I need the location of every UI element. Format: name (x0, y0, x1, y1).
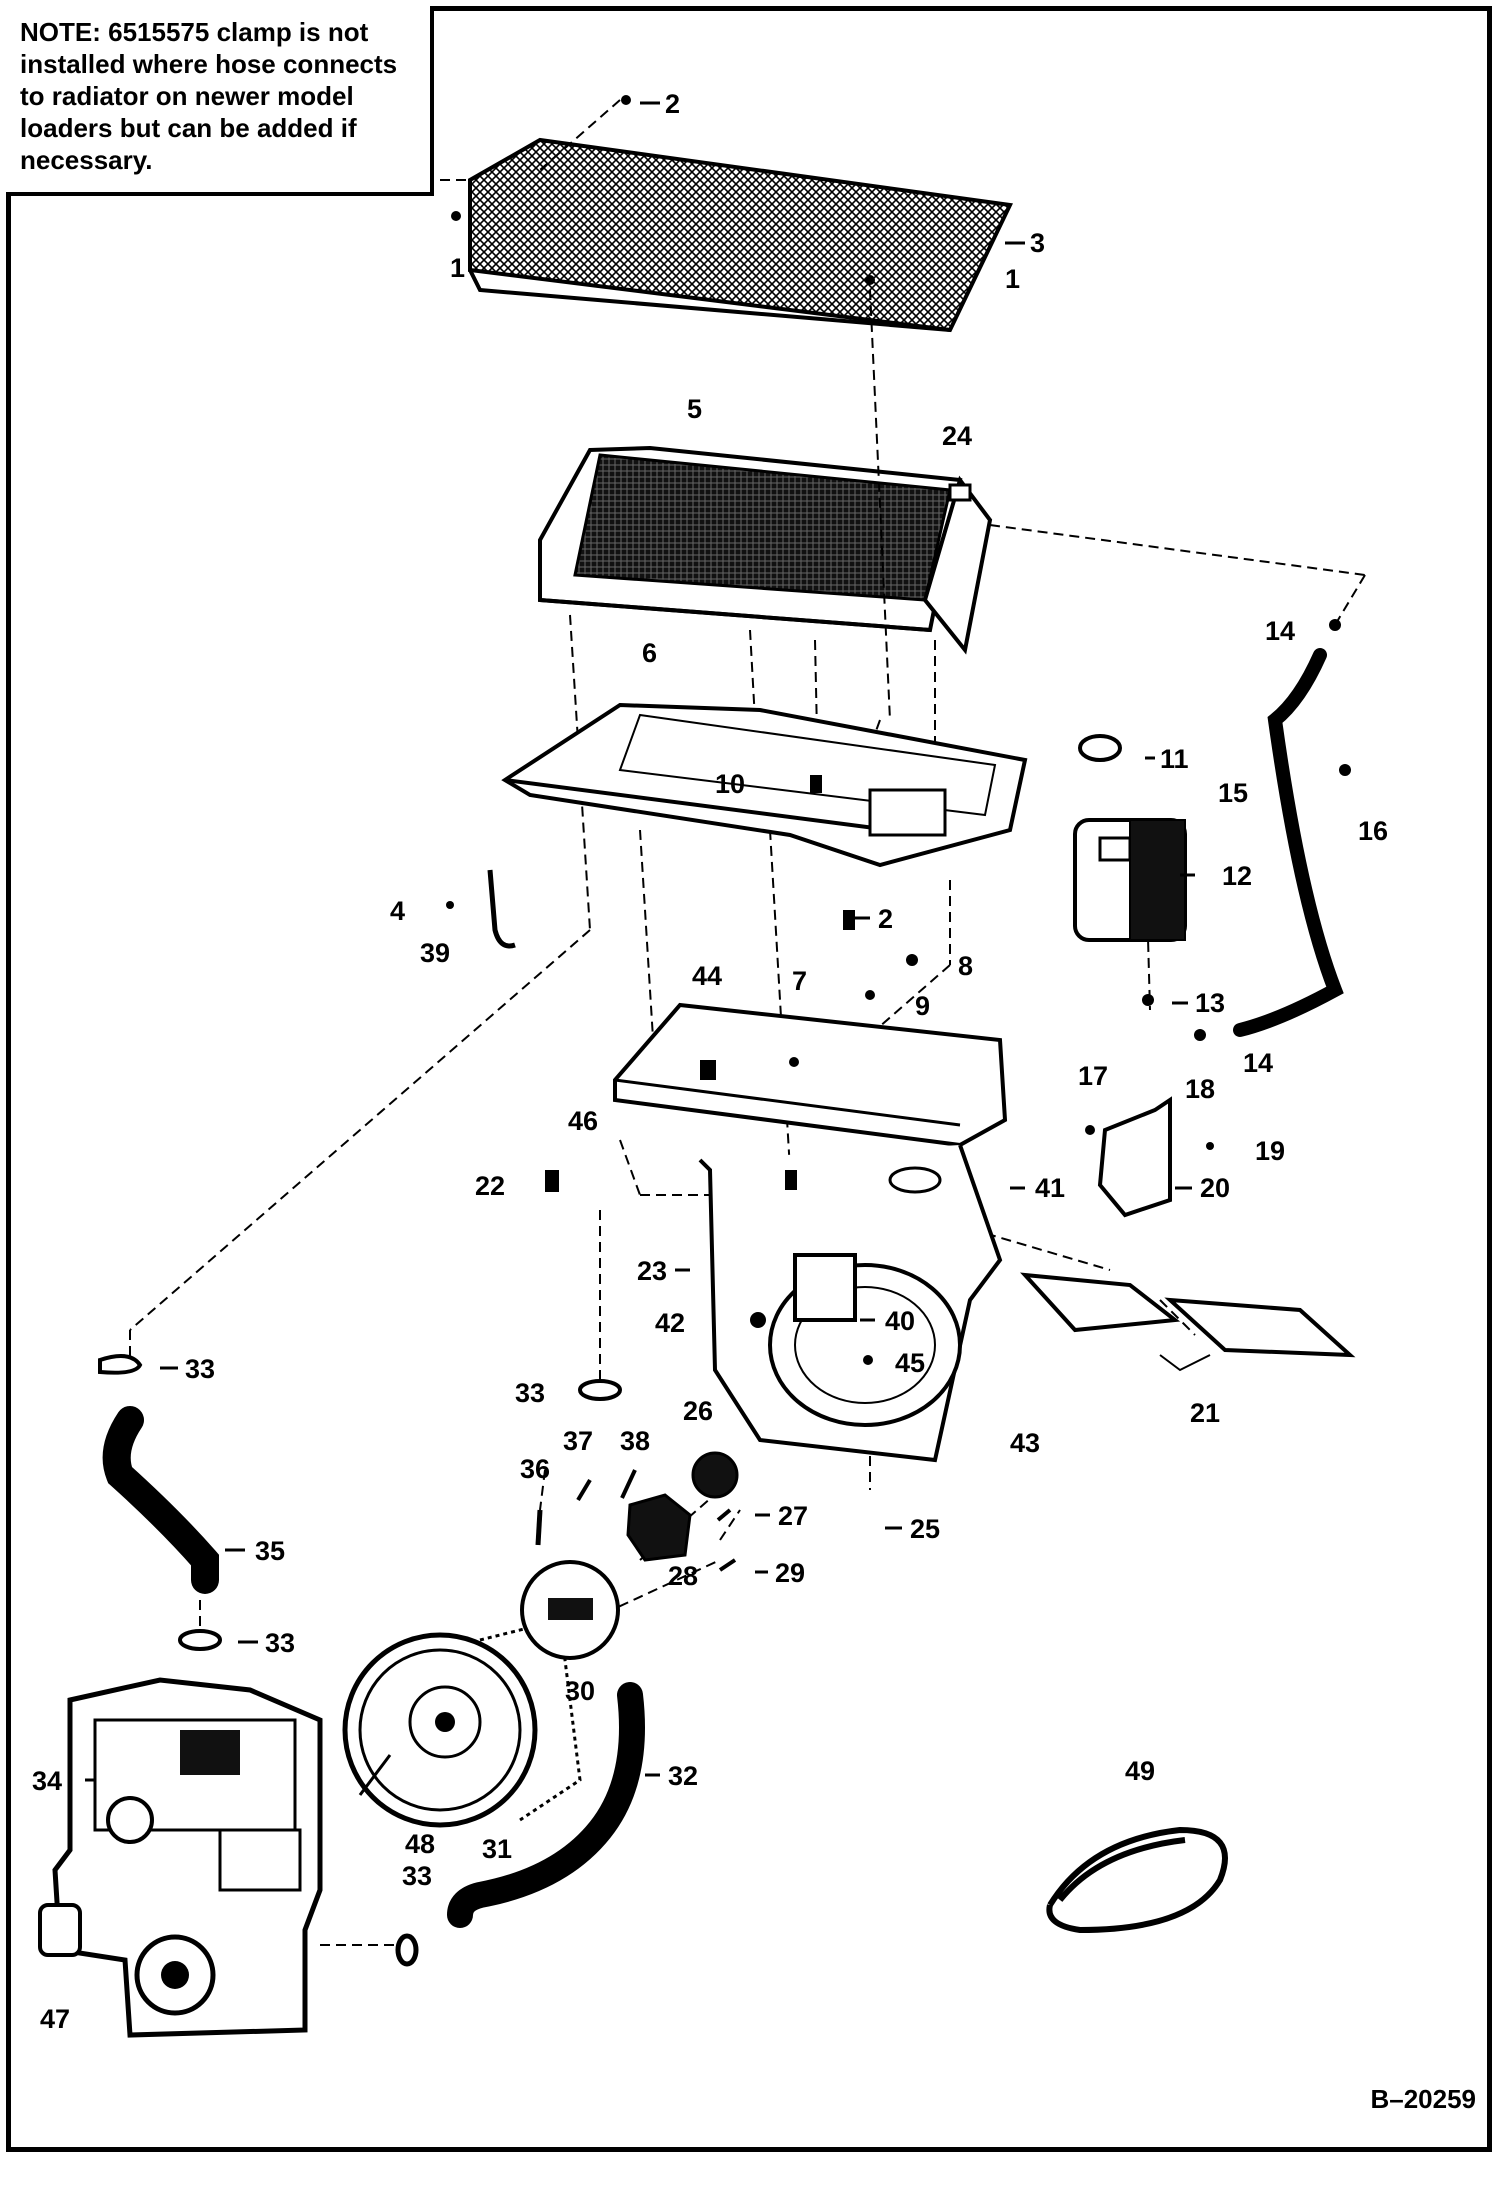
callout-33d: 33 (402, 1861, 432, 1891)
callout-30: 30 (565, 1676, 595, 1706)
callout-27: 27 (778, 1501, 808, 1531)
callout-21: 21 (1190, 1398, 1220, 1428)
callout-40: 40 (885, 1306, 915, 1336)
callout-2b: 2 (878, 904, 893, 934)
callout-1b: 1 (1005, 264, 1020, 294)
note-body: 6515575 clamp is not installed where hos… (20, 17, 398, 175)
callout-17: 17 (1078, 1061, 1108, 1091)
tank-bracket (1097, 1096, 1172, 1218)
callout-22: 22 (475, 1171, 505, 1201)
callout-44: 44 (692, 961, 722, 991)
callout-49: 49 (1125, 1756, 1155, 1786)
callout-5: 5 (687, 394, 702, 424)
callout-31: 31 (482, 1834, 512, 1864)
figure-id: B–20259 (1370, 2084, 1476, 2114)
note-box: NOTE: 6515575 clamp is not installed whe… (6, 6, 434, 196)
callout-14a: 14 (1265, 616, 1295, 646)
callout-labels: 2 1 3 1 5 24 14 6 11 10 15 16 12 2 4 39 … (32, 89, 1388, 2034)
callout-1a: 1 (450, 253, 465, 283)
callout-46: 46 (568, 1106, 598, 1136)
note-label: NOTE: (20, 17, 101, 47)
callout-33a: 33 (185, 1354, 215, 1384)
callout-25: 25 (910, 1514, 940, 1544)
side-panels (1020, 1272, 1356, 1372)
callout-leaders (85, 101, 1195, 1782)
callout-32: 32 (668, 1761, 698, 1791)
fan-shroud (613, 1002, 1008, 1463)
callout-6: 6 (642, 638, 657, 668)
cooling-fan (342, 1618, 582, 1828)
callout-23: 23 (637, 1256, 667, 1286)
callout-18: 18 (1185, 1074, 1215, 1104)
diagram-border (6, 6, 1492, 2152)
callout-33b: 33 (515, 1378, 545, 1408)
callout-19: 19 (1255, 1136, 1285, 1166)
callout-45: 45 (895, 1348, 925, 1378)
callout-12: 12 (1222, 861, 1252, 891)
callout-15: 15 (1218, 778, 1248, 808)
callout-41: 41 (1035, 1173, 1065, 1203)
note-text: NOTE: 6515575 clamp is not installed whe… (20, 16, 426, 176)
callout-28: 28 (668, 1561, 698, 1591)
radiator (538, 445, 993, 655)
callout-8: 8 (958, 951, 973, 981)
callout-37: 37 (563, 1426, 593, 1456)
callout-13: 13 (1195, 988, 1225, 1018)
callout-2a: 2 (665, 89, 680, 119)
callout-4: 4 (390, 896, 405, 926)
callout-3: 3 (1030, 228, 1045, 258)
callout-24: 24 (942, 421, 972, 451)
mounting-plate (520, 1560, 620, 1660)
callout-35: 35 (255, 1536, 285, 1566)
callout-11: 11 (1160, 744, 1189, 774)
overflow-tank (1073, 734, 1187, 942)
fan-hub (626, 1451, 739, 1562)
fan-shroud-top (501, 702, 1028, 868)
top-grill (440, 137, 1013, 333)
callout-29: 29 (775, 1558, 805, 1588)
callout-36: 36 (520, 1454, 550, 1484)
callout-39: 39 (420, 938, 450, 968)
callout-16: 16 (1358, 816, 1388, 846)
callout-43: 43 (1010, 1428, 1040, 1458)
callout-47: 47 (40, 2004, 70, 2034)
callout-10: 10 (715, 769, 745, 799)
callout-26: 26 (683, 1396, 713, 1426)
callout-34: 34 (32, 1766, 62, 1796)
callout-14b: 14 (1243, 1048, 1273, 1078)
callout-42: 42 (655, 1308, 685, 1338)
callout-7: 7 (792, 966, 807, 996)
engine (38, 1677, 323, 2038)
callout-9: 9 (915, 991, 930, 1021)
callout-38: 38 (620, 1426, 650, 1456)
callout-20: 20 (1200, 1173, 1230, 1203)
callout-48: 48 (405, 1829, 435, 1859)
callout-33c: 33 (265, 1628, 295, 1658)
